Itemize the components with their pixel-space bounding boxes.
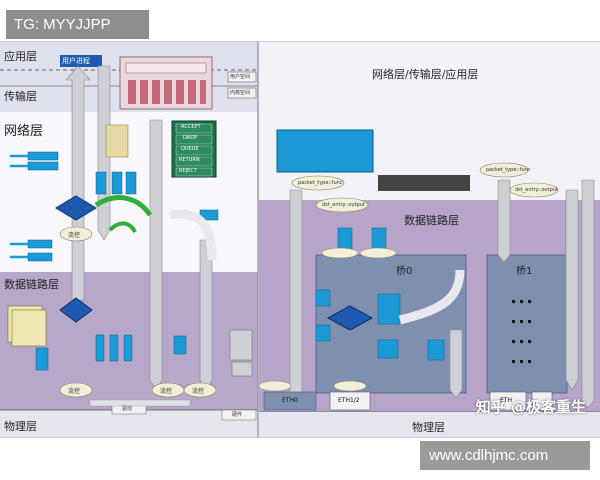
packet-type-label-2: packet_type::func: [486, 167, 531, 173]
info-box: [276, 129, 374, 173]
user-process-label: 用户进程: [62, 57, 90, 65]
left-physical-band: [0, 410, 258, 437]
right-datalink-label: 数据链路层: [404, 214, 459, 227]
eth12-label: ETH1/2: [338, 397, 360, 404]
flow-control-label-3: 流控: [160, 388, 173, 395]
layer-label-network: 网络层: [4, 124, 44, 139]
kernel-space-label: 内核空间: [230, 90, 251, 96]
user-space-label: 用户空间: [230, 74, 251, 80]
kernel-space-box: [227, 87, 257, 99]
user-space-box: [227, 71, 257, 83]
user-process-box: [60, 55, 102, 67]
right-title: 网络层/传输层/应用层: [372, 68, 479, 81]
bridge1-box: [486, 254, 568, 394]
eth-right-label: ETH: [500, 397, 512, 404]
dst-entry-oval-1: [315, 197, 369, 213]
flow-control-label-4: 流控: [192, 388, 205, 395]
dst-entry-label-2: dst_entry::output: [515, 187, 558, 193]
layer-label-app: 应用层: [4, 50, 37, 63]
flow-control-oval-1: [59, 226, 93, 242]
target-queue: QUEUE: [181, 146, 199, 152]
driver-label: 驱动: [122, 406, 133, 412]
hardware-bar: [221, 409, 257, 421]
zhihu-watermark: 知乎 @极客重生: [475, 398, 586, 416]
layer-label-physical: 物理层: [4, 420, 37, 433]
bridge1-label: 桥1: [516, 266, 533, 277]
bridge-decision-diamond: [59, 297, 93, 323]
eth-right-box: [489, 391, 527, 411]
site-url-label: www.cdlhjmc.com: [420, 441, 590, 470]
eth12-box: [329, 391, 371, 411]
layer-label-datalink: 数据链路层: [4, 278, 59, 291]
right-physical-label: 物理层: [412, 421, 445, 434]
eth0-box: [263, 391, 317, 411]
layer-label-transport: 传输层: [4, 90, 37, 103]
hardware-label: 硬件: [232, 412, 243, 418]
dst-entry-label-1: dst_entry::output: [322, 202, 365, 208]
tg-watermark-label: TG: MYYJJPP: [6, 10, 149, 39]
right-bridge-diamond: [326, 305, 374, 331]
packet-type-oval-1: [291, 175, 345, 191]
eth0-label: ETH0: [282, 397, 298, 404]
dst-entry-oval-2: [509, 182, 559, 198]
target-accept: ACCEPT: [181, 124, 201, 130]
target-return: RETURN: [179, 157, 200, 163]
routing-decision-diamond: [55, 195, 97, 221]
packet-type-label-1: packet_type::func: [298, 180, 343, 186]
target-reject: REJECT: [179, 168, 197, 174]
flow-control-label-1: 流控: [68, 232, 81, 239]
target-drop: DROP: [183, 135, 198, 141]
flow-control-oval-2: [59, 382, 93, 398]
packet-type-oval-2: [479, 162, 529, 178]
flow-control-oval-4: [183, 382, 217, 398]
flow-control-label-2: 流控: [68, 388, 81, 395]
bridge0-label: 桥0: [396, 266, 413, 277]
